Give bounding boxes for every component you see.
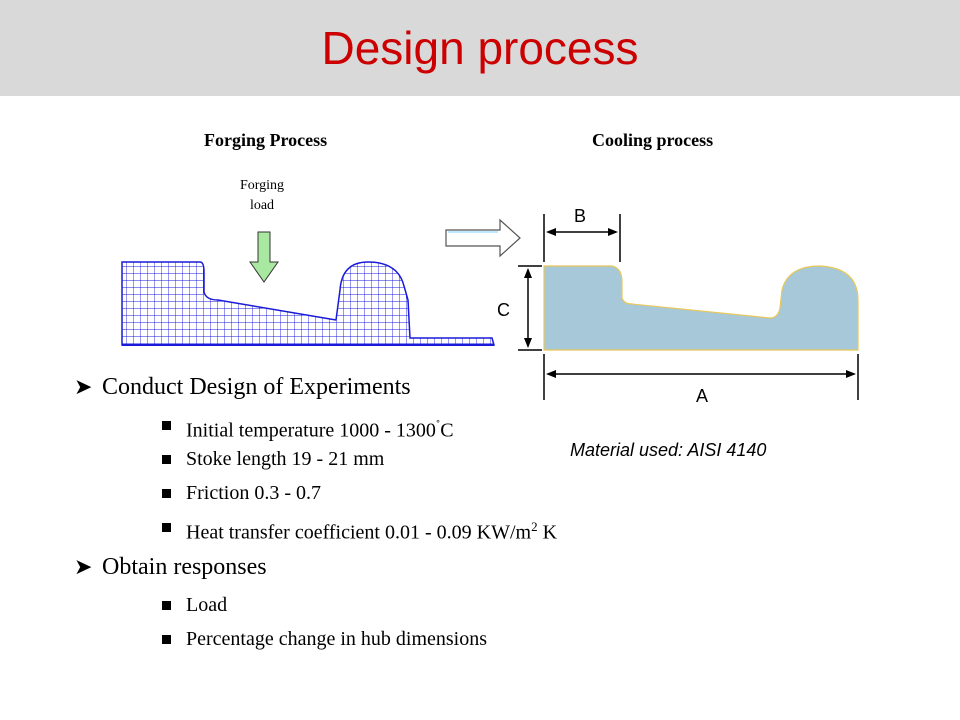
title-bar: [0, 0, 960, 96]
bullet-obtain-responses: ➤ Obtain responses: [74, 552, 734, 592]
square-bullet-icon: [162, 421, 171, 430]
forging-load-arrow: [249, 231, 279, 283]
forging-load-line1: Forging: [239, 178, 285, 193]
dimension-b: [543, 214, 621, 262]
square-bullet-icon: [162, 489, 171, 498]
arrow-bullet-icon: ➤: [74, 554, 93, 579]
sub-bullet-hub-dimensions: Percentage change in hub dimensions: [74, 626, 734, 660]
sub-bullet-friction: Friction 0.3 - 0.7: [74, 480, 734, 514]
arrow-bullet-icon: ➤: [74, 374, 93, 399]
forging-process-title: Forging Process: [204, 130, 328, 150]
square-bullet-icon: [162, 601, 171, 610]
sub-bullet-text: Heat transfer coefficient 0.01 - 0.09 KW…: [186, 521, 532, 544]
sub-bullet-text: Percentage change in hub dimensions: [186, 628, 488, 650]
dimension-c: [518, 265, 542, 351]
degree-symbol: ˚: [435, 417, 441, 432]
sub-bullet-load: Load: [74, 592, 734, 626]
square-bullet-icon: [162, 635, 171, 644]
sub-bullet-tail: C: [440, 419, 454, 442]
sub-bullet-heat-transfer: Heat transfer coefficient 0.01 - 0.09 KW…: [74, 514, 734, 548]
dimension-b-label: B: [574, 206, 587, 226]
sub-bullet-text: Friction 0.3 - 0.7: [186, 482, 321, 504]
bullet-text: Obtain responses: [102, 554, 267, 580]
page-title: Design process: [321, 22, 639, 74]
square-bullet-icon: [162, 455, 171, 464]
sub-bullet-temperature: Initial temperature 1000 - 1300˚C: [74, 412, 734, 446]
bullet-text: Conduct Design of Experiments: [102, 374, 411, 400]
forging-mesh-part: [121, 261, 495, 346]
square-bullet-icon: [162, 523, 171, 532]
sub-bullet-text: Load: [186, 594, 228, 616]
dimension-c-label: C: [497, 300, 510, 320]
cooled-part: [543, 265, 859, 351]
superscript: 2: [531, 519, 538, 534]
sub-bullet-stroke-length: Stoke length 19 - 21 mm: [74, 446, 734, 480]
process-arrow: [445, 218, 521, 258]
dimension-a: [543, 354, 859, 400]
dimension-a-label: A: [696, 386, 709, 406]
sub-bullet-text: Stoke length 19 - 21 mm: [186, 448, 385, 470]
forging-load-label: Forging load: [222, 176, 302, 216]
bullet-list: ➤ Conduct Design of Experiments Initial …: [74, 372, 734, 660]
sub-bullet-text: Initial temperature 1000 - 1300: [186, 419, 436, 442]
forging-load-line2: load: [249, 198, 275, 213]
material-note: Material used: AISI 4140: [570, 440, 767, 460]
sub-bullet-tail: K: [537, 521, 558, 544]
cooling-process-title: Cooling process: [592, 130, 714, 150]
bullet-design-of-experiments: ➤ Conduct Design of Experiments: [74, 372, 734, 412]
